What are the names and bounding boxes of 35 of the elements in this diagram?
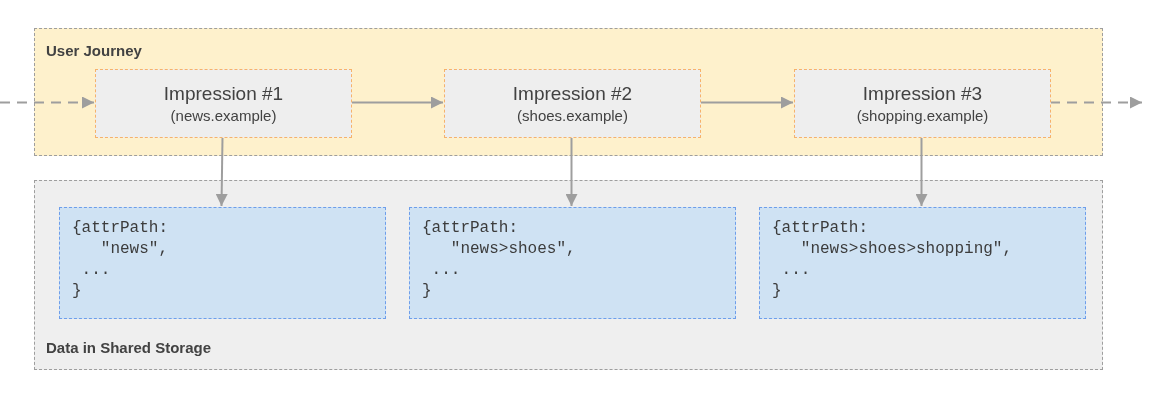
arrow (1049, 96, 1143, 109)
group-panel (34, 180, 1103, 370)
group-panel (34, 28, 1103, 156)
site-name: (shoes.example) (517, 105, 628, 126)
code-box (409, 207, 736, 319)
code-line: } (422, 281, 432, 302)
arrow (699, 96, 794, 109)
impression-box (95, 69, 352, 138)
impression-box (794, 69, 1051, 138)
group-title: User Journey (46, 41, 142, 61)
code-line: {attrPath: (72, 218, 168, 239)
code-line: ... (430, 260, 461, 281)
code-line: "news>shoes>shopping", (799, 239, 1013, 260)
arrow (350, 96, 444, 109)
code-line: } (772, 281, 782, 302)
code-line: "news", (99, 239, 168, 260)
code-line: {attrPath: (772, 218, 868, 239)
group-title: Data in Shared Storage (46, 337, 212, 358)
code-box (759, 207, 1086, 319)
code-box (59, 207, 386, 319)
impression-box (444, 69, 701, 138)
site-name: (news.example) (170, 105, 277, 126)
arrow (565, 136, 578, 207)
code-line: {attrPath: (422, 218, 518, 239)
code-line: "news>shoes", (449, 239, 576, 260)
code-line: ... (780, 260, 811, 281)
impression-title: Impression #3 (862, 81, 983, 106)
arrow (915, 136, 928, 207)
arrow (215, 136, 228, 207)
code-line: } (72, 281, 82, 302)
impression-title: Impression #1 (163, 81, 284, 106)
arrow (0, 96, 95, 109)
site-name: (shopping.example) (856, 105, 989, 126)
impression-title: Impression #2 (512, 81, 633, 106)
code-line: ... (80, 260, 111, 281)
